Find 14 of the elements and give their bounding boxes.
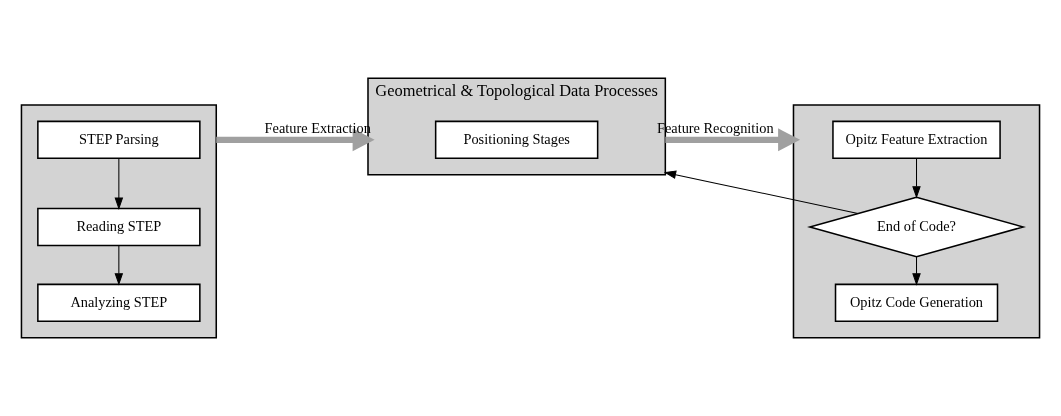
arrow (114, 157, 124, 210)
node-box: Opitz Feature Extraction (832, 120, 1001, 160)
node-box: Opitz Code Generation (834, 283, 999, 323)
node-box: Positioning Stages (434, 120, 599, 160)
arrow (663, 170, 859, 214)
node-diamond: End of Code? (807, 196, 1026, 258)
cluster (792, 104, 1041, 339)
arrow (912, 157, 921, 199)
arrow (114, 244, 124, 286)
node-box: Reading STEP (37, 207, 201, 247)
cluster (20, 104, 217, 339)
node-box: Analyzing STEP (37, 283, 201, 323)
arrow (665, 128, 801, 152)
node-box: STEP Parsing (37, 120, 201, 160)
